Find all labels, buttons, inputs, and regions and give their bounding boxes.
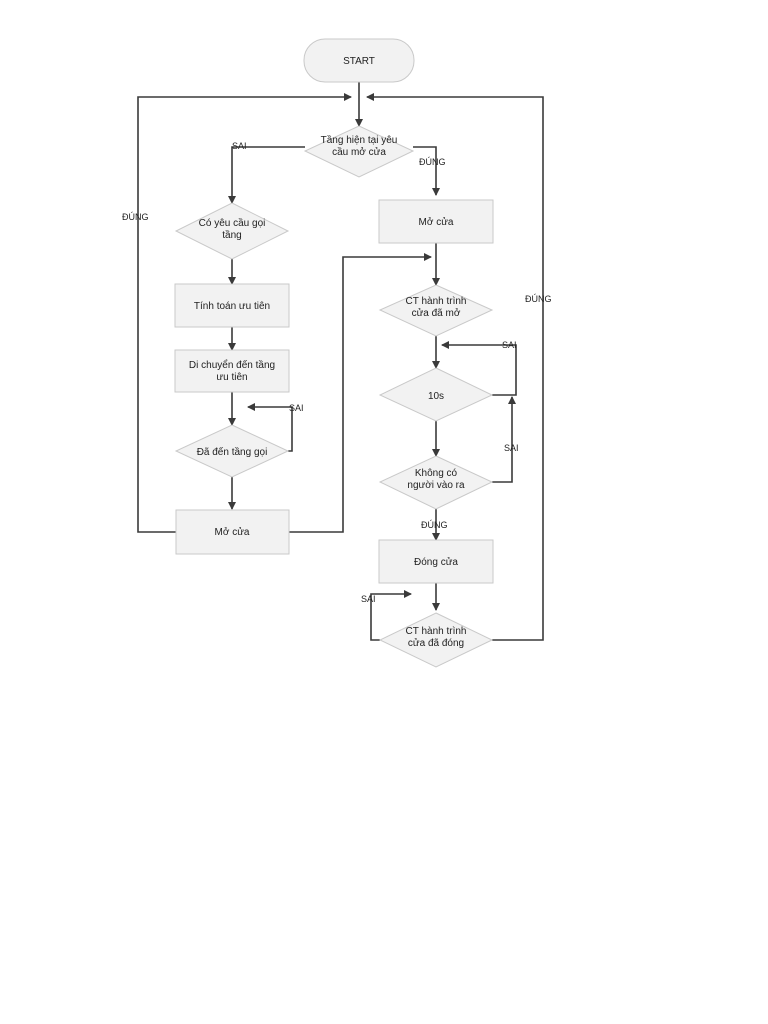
open-door-left-label: Mở cửa xyxy=(215,526,250,538)
edge-label-dung-nobody: ĐÚNG xyxy=(421,520,448,530)
reached-call-floor-label: Đã đến tầng gọi xyxy=(197,446,268,458)
node-label-line: 10s xyxy=(428,391,444,402)
close-door-process xyxy=(378,539,494,584)
edge-label-sai-top-left: SAI xyxy=(232,141,247,151)
node-label-line: Có yêu cầu gọi xyxy=(199,217,266,229)
wait-10s-decision xyxy=(378,367,494,422)
edge-label-sai-reached-floor: SAI xyxy=(289,403,304,413)
node-label-line: CT hành trình xyxy=(406,296,467,307)
edge-label-sai-nobody: SAI xyxy=(504,443,519,453)
open-door-left-process xyxy=(175,509,290,555)
edge-check-dung xyxy=(413,146,440,196)
reached-call-floor-decision xyxy=(174,424,290,478)
open-door-right-process xyxy=(378,199,494,244)
edge-right-loop-return xyxy=(366,93,544,641)
open-door-right-label: Mở cửa xyxy=(419,216,454,228)
edges xyxy=(137,82,544,641)
edge-left-loop-return xyxy=(137,93,352,533)
node-label-line: Không có xyxy=(415,468,458,479)
compute-priority-process xyxy=(174,283,290,328)
node-label-line: Tầng hiện tại yêu xyxy=(321,134,398,146)
edge-label-sai-door-open-limit: SAI xyxy=(502,340,517,350)
edge-labels: SAI ĐÚNG ĐÚNG SAI SAI SAI ĐÚNG SAI ĐÚNG xyxy=(122,141,552,604)
edge-closed-sai-loop xyxy=(370,590,412,641)
node-label-line: Đã đến tầng gọi xyxy=(197,446,268,458)
node-label-line: tầng xyxy=(222,229,241,241)
has-floor-call-decision xyxy=(174,202,290,260)
start-label: START xyxy=(343,56,375,67)
node-label-line: ưu tiên xyxy=(216,372,247,383)
move-to-priority-floor-process xyxy=(174,349,290,393)
edge-label-sai-door-closed: SAI xyxy=(361,594,376,604)
node-label-line: Tính toán ưu tiên xyxy=(194,301,270,312)
node-label-line: cửa đã đóng xyxy=(408,637,464,649)
wait-10s-label: 10s xyxy=(428,391,444,402)
node-label-line: cầu mở cửa xyxy=(332,146,386,158)
node-label-line: Đóng cửa xyxy=(414,556,458,568)
edge-open-left-to-right xyxy=(289,253,432,533)
edge-sai-10s-loop xyxy=(441,341,517,396)
start-terminator xyxy=(303,38,415,83)
node-label-line: Mở cửa xyxy=(215,526,250,538)
node-label-line: Mở cửa xyxy=(419,216,454,228)
edge-label-dung-top-right: ĐÚNG xyxy=(419,157,446,167)
node-label-line: CT hành trình xyxy=(406,626,467,637)
node-label-line: người vào ra xyxy=(407,480,465,491)
door-closed-limit-decision xyxy=(378,612,494,668)
edge-nobody-sai-loop xyxy=(492,396,516,483)
edge-reached-sai-loop xyxy=(247,403,293,452)
close-door-label: Đóng cửa xyxy=(414,556,458,568)
node-label-line: Di chuyển đến tầng xyxy=(189,359,275,371)
edge-label-dung-left-loop: ĐÚNG xyxy=(122,212,149,222)
edge-check-sai xyxy=(228,146,305,204)
edge-label-dung-right-loop: ĐÚNG xyxy=(525,294,552,304)
nobody-passing-decision xyxy=(378,455,494,510)
compute-priority-label: Tính toán ưu tiên xyxy=(194,301,270,312)
door-open-limit-decision xyxy=(378,284,494,337)
node-label-line: cửa đã mở xyxy=(412,307,461,319)
check-open-request-decision xyxy=(303,125,415,178)
